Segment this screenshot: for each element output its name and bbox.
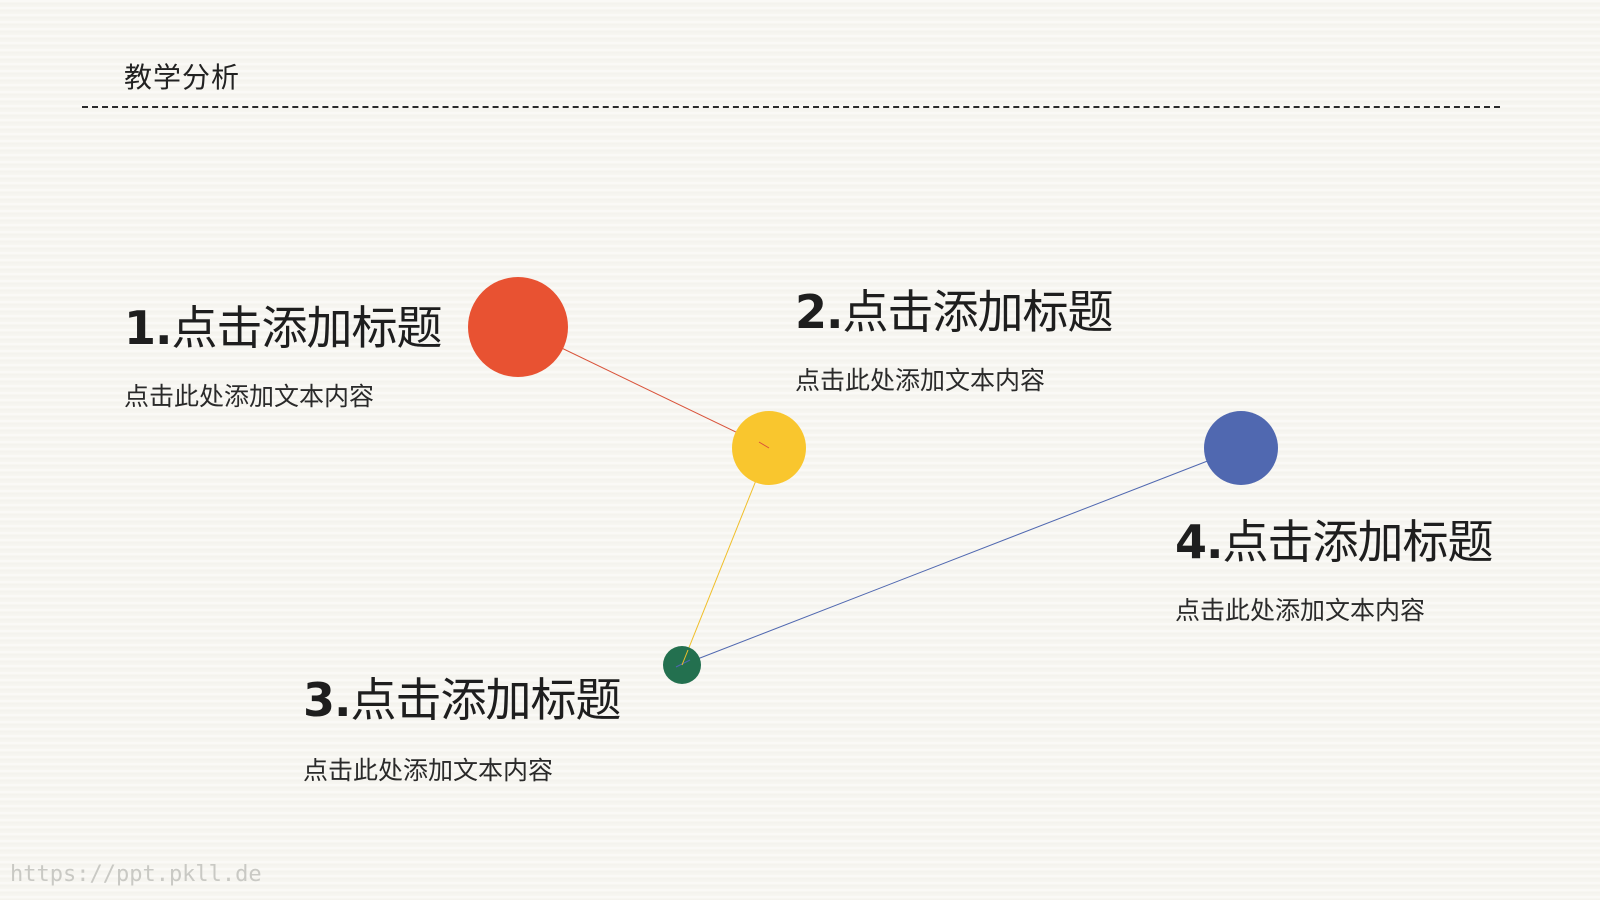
item-1-number: 1.: [124, 301, 172, 355]
item-2-title[interactable]: 2.点击添加标题: [795, 276, 1113, 342]
item-4-title-text: 点击添加标题: [1222, 515, 1493, 569]
item-2-number: 2.: [795, 285, 843, 339]
watermark-url: https://ppt.pkll.de: [10, 862, 262, 887]
slide-title: 教学分析: [124, 61, 241, 94]
item-4-description[interactable]: 点击此处添加文本内容: [1175, 596, 1426, 625]
item-1-description[interactable]: 点击此处添加文本内容: [124, 382, 375, 411]
dashed-divider: [82, 106, 1500, 108]
node-circle-4: [1204, 411, 1278, 485]
item-2-description[interactable]: 点击此处添加文本内容: [795, 366, 1046, 395]
item-3-description[interactable]: 点击此处添加文本内容: [303, 756, 554, 785]
item-2-title-text: 点击添加标题: [842, 285, 1113, 339]
item-4-title[interactable]: 4.点击添加标题: [1175, 506, 1493, 572]
item-3-number: 3.: [303, 673, 351, 727]
connector-line-2-3: [681, 447, 770, 666]
connector-line-3-4: [681, 447, 1242, 666]
connector-line-2-3-overlay: [681, 649, 689, 666]
item-1-title[interactable]: 1.点击添加标题: [124, 292, 442, 358]
connector-line-1-2-overlay: [758, 441, 770, 449]
item-1-title-text: 点击添加标题: [171, 301, 442, 355]
item-3-title[interactable]: 3.点击添加标题: [303, 664, 621, 730]
node-circle-1: [468, 277, 568, 377]
item-4-number: 4.: [1175, 515, 1223, 569]
item-3-title-text: 点击添加标题: [350, 673, 621, 727]
